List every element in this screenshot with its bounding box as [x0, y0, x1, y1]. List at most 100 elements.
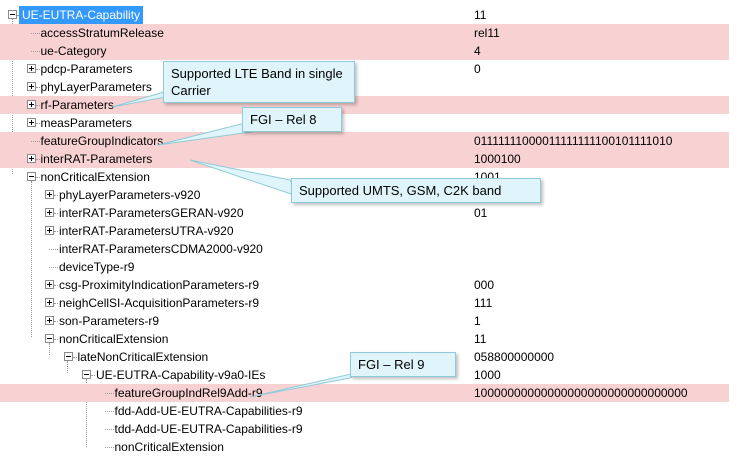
expand-icon[interactable]: [45, 226, 54, 235]
tree-connector: [54, 285, 58, 286]
tree-connector: [104, 429, 114, 430]
tree-node-value: 058800000000: [474, 350, 555, 364]
tree-node-value: 10000000000000000000000000000000: [474, 386, 688, 400]
tree-connector: [30, 33, 40, 34]
tree-node-value: rel11: [474, 26, 500, 40]
tree-connector: [104, 393, 114, 394]
tree-node-label: fdd-Add-UE-EUTRA-Capabilities-r9: [114, 404, 303, 418]
tree-node-value: 1000100: [474, 152, 521, 166]
tree-connector: [49, 267, 58, 268]
tree-node-value: 111: [474, 296, 493, 310]
tree-node-value: 11: [474, 332, 487, 346]
tree-node-label: lateNonCriticalExtension: [77, 350, 209, 364]
tree-connector: [35, 105, 40, 106]
tree-row[interactable]: interRAT-ParametersCDMA2000-v920: [0, 240, 729, 258]
tree-row[interactable]: deviceType-r9: [0, 258, 729, 276]
tree-connector: [30, 51, 40, 52]
tree-node-label: pdcp-Parameters: [40, 62, 133, 76]
tree-row[interactable]: phyLayerParameters: [0, 78, 729, 96]
tree-connector: [54, 339, 58, 340]
tree-node-label: UE-EUTRA-Capability-v9a0-IEs: [96, 368, 266, 382]
collapse-icon[interactable]: [8, 10, 17, 19]
tree-connector: [54, 195, 58, 196]
tree-row[interactable]: ue-Category 4: [0, 42, 729, 60]
tree-row[interactable]: interRAT-ParametersGERAN-v920 01: [0, 204, 729, 222]
tree-node-label: interRAT-ParametersGERAN-v920: [59, 206, 244, 220]
expand-icon[interactable]: [26, 118, 36, 127]
tree-node-label: phyLayerParameters-v920: [59, 188, 201, 202]
tree-connector: [35, 123, 40, 124]
expand-icon[interactable]: [45, 208, 54, 217]
tree-line-level5: [86, 379, 87, 447]
tree-row[interactable]: neighCellSI-AcquisitionParameters-r9 111: [0, 294, 729, 312]
collapse-icon[interactable]: [26, 172, 36, 181]
collapse-icon[interactable]: [63, 352, 73, 361]
tree-node-label: phyLayerParameters: [40, 80, 152, 94]
callout-fgi-rel8: FGI – Rel 8: [242, 107, 342, 132]
tree-row[interactable]: accessStratumRelease rel11: [0, 24, 729, 42]
tree-node-label: interRAT-ParametersCDMA2000-v920: [59, 242, 263, 256]
tree-connector: [35, 87, 40, 88]
tree-connector: [54, 213, 58, 214]
tree-node-label: measParameters: [40, 116, 132, 130]
callout-lte-band: Supported LTE Band in single Carrier: [163, 61, 355, 103]
tree-node-label: nonCriticalExtension: [40, 170, 150, 184]
tree-row[interactable]: phyLayerParameters-v920: [0, 186, 729, 204]
tree-row[interactable]: interRAT-ParametersUTRA-v920: [0, 222, 729, 240]
tree-node-label: neighCellSI-AcquisitionParameters-r9: [59, 296, 260, 310]
tree-row[interactable]: lateNonCriticalExtension 058800000000: [0, 348, 729, 366]
tree-connector: [54, 321, 58, 322]
tree-node-value: 0: [474, 62, 481, 76]
tree-node-label: ue-Category: [40, 44, 107, 58]
tree-node-label: featureGroupIndRel9Add-r9: [114, 386, 263, 400]
tree-node-label: accessStratumRelease: [40, 26, 164, 40]
tree-node-value: 01111111000011111111100101111010: [474, 134, 673, 148]
tree-row[interactable]: measParameters: [0, 114, 729, 132]
collapse-icon[interactable]: [45, 334, 54, 343]
tree-row[interactable]: featureGroupIndicators 011111110000111111…: [0, 132, 729, 150]
tree-row[interactable]: nonCriticalExtension: [0, 438, 729, 456]
tree-connector: [35, 159, 40, 160]
tree-node-label: tdd-Add-UE-EUTRA-Capabilities-r9: [114, 422, 303, 436]
tree-line-level3: [49, 343, 50, 355]
tree-row[interactable]: fdd-Add-UE-EUTRA-Capabilities-r9: [0, 402, 729, 420]
expand-icon[interactable]: [45, 190, 54, 199]
tree-connector: [54, 231, 58, 232]
expand-icon[interactable]: [45, 298, 54, 307]
tree-row[interactable]: pdcp-Parameters 0: [0, 60, 729, 78]
expand-icon[interactable]: [26, 82, 36, 91]
expand-icon[interactable]: [26, 154, 36, 163]
tree-node-value: 11: [474, 8, 487, 22]
tree-row[interactable]: son-Parameters-r9 1: [0, 312, 729, 330]
expand-icon[interactable]: [26, 64, 36, 73]
tree-node-value: 4: [474, 44, 481, 58]
tree-row[interactable]: tdd-Add-UE-EUTRA-Capabilities-r9: [0, 420, 729, 438]
tree-connector: [35, 177, 40, 178]
callout-fgi-rel9: FGI – Rel 9: [350, 352, 456, 377]
tree-connector: [72, 357, 77, 358]
tree-node-value: 1: [474, 314, 481, 328]
tree-row[interactable]: UE-EUTRA-Capability-v9a0-IEs 1000: [0, 366, 729, 384]
expand-icon[interactable]: [26, 100, 36, 109]
tree-connector: [104, 411, 114, 412]
tree-node-label: rf-Parameters: [40, 98, 114, 112]
tree-node-label: interRAT-ParametersUTRA-v920: [59, 224, 234, 238]
tree-connector: [91, 375, 95, 376]
tree-node-label: son-Parameters-r9: [59, 314, 160, 328]
tree-row[interactable]: rf-Parameters: [0, 96, 729, 114]
tree-node-label: featureGroupIndicators: [40, 134, 164, 148]
tree-connector: [35, 69, 40, 70]
tree-line-level4: [67, 361, 68, 373]
tree-node-value: 1000: [474, 368, 501, 382]
tree-row[interactable]: featureGroupIndRel9Add-r9 100000000000000…: [0, 384, 729, 402]
collapse-icon[interactable]: [82, 370, 91, 379]
tree-node-label: deviceType-r9: [59, 260, 135, 274]
tree-connector: [49, 249, 58, 250]
expand-icon[interactable]: [45, 316, 54, 325]
tree-node-value: 01: [474, 206, 488, 220]
expand-icon[interactable]: [45, 280, 54, 289]
